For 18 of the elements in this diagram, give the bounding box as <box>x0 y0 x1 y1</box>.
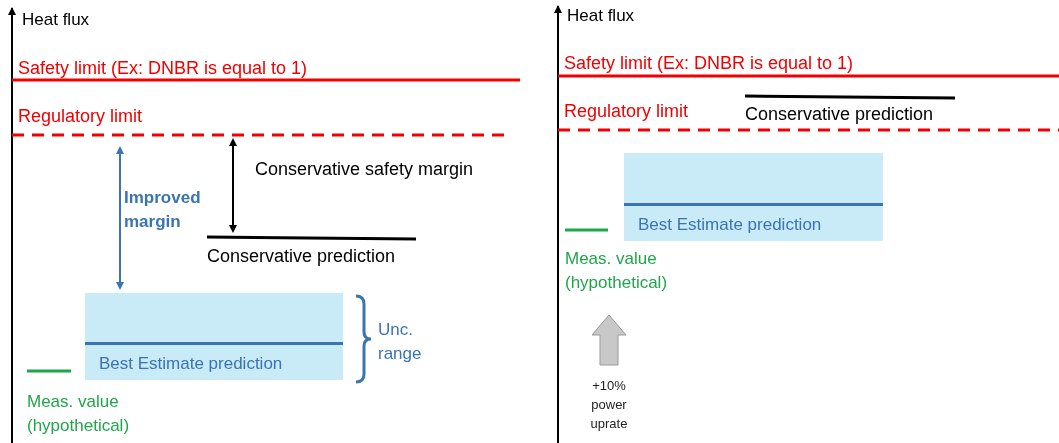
prediction-label: Conservative prediction <box>745 103 934 126</box>
measured-value-label: Meas. value (hypothetical) <box>27 391 131 437</box>
prediction-label: Best Estimate prediction <box>638 215 822 235</box>
limit-label: Regulatory limit <box>564 100 689 123</box>
uncertainty-band <box>624 153 883 241</box>
uprate-label: +10% power uprate <box>589 377 629 433</box>
prediction-label: Conservative prediction <box>207 245 396 268</box>
margin-label: Improved margin <box>124 187 202 233</box>
measured-value-label: Meas. value (hypothetical) <box>565 248 669 294</box>
range-label: Unc. range <box>378 319 423 365</box>
axis-label: Heat flux <box>567 5 635 27</box>
uncertainty-band <box>85 293 343 380</box>
limit-label: Regulatory limit <box>18 105 143 128</box>
limit-label: Safety limit (Ex: DNBR is equal to 1) <box>564 52 854 75</box>
margin-label: Conservative safety margin <box>255 158 474 181</box>
limit-label: Safety limit (Ex: DNBR is equal to 1) <box>18 57 308 80</box>
prediction-label: Best Estimate prediction <box>99 354 283 374</box>
axis-label: Heat flux <box>22 9 90 31</box>
